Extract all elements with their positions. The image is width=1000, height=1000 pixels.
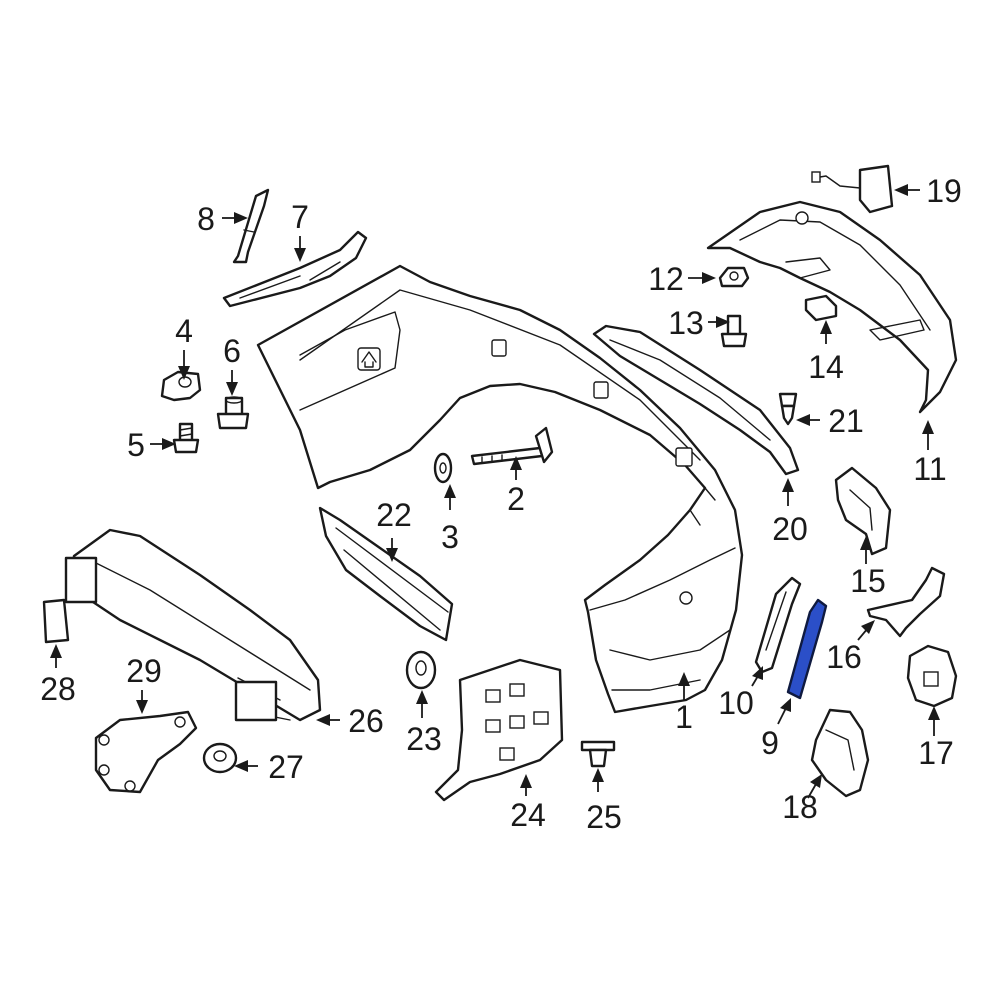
callout-29: 29 <box>126 653 162 714</box>
part-1-bumper-cover[interactable] <box>256 264 744 714</box>
svg-text:18: 18 <box>782 789 818 825</box>
svg-text:5: 5 <box>127 427 145 463</box>
svg-text:6: 6 <box>223 333 241 369</box>
svg-text:12: 12 <box>648 261 684 297</box>
callout-12: 12 <box>648 261 716 297</box>
callout-25: 25 <box>586 768 622 835</box>
part-18-bracket-assembly[interactable] <box>810 708 870 798</box>
callout-24: 24 <box>510 774 546 833</box>
svg-text:13: 13 <box>668 305 704 341</box>
svg-text:28: 28 <box>40 671 76 707</box>
svg-text:1: 1 <box>675 699 693 735</box>
part-23-nut[interactable] <box>405 650 437 690</box>
callout-17: 17 <box>918 706 954 771</box>
part-24-side-bracket[interactable] <box>434 658 564 802</box>
svg-text:29: 29 <box>126 653 162 689</box>
callout-19: 19 <box>894 173 962 209</box>
callout-23: 23 <box>406 690 442 757</box>
part-26-impact-bar[interactable] <box>64 528 322 722</box>
svg-text:10: 10 <box>718 685 754 721</box>
callout-20: 20 <box>772 478 808 547</box>
callout-13: 13 <box>668 305 730 341</box>
callout-8: 8 <box>197 201 248 237</box>
svg-text:23: 23 <box>406 721 442 757</box>
part-25-grommet[interactable] <box>580 740 616 768</box>
svg-text:2: 2 <box>507 481 525 517</box>
part-29-tow-mount[interactable] <box>94 710 198 794</box>
part-20-mounting-strip[interactable] <box>592 324 800 476</box>
part-19-sensor-bracket[interactable] <box>811 164 894 214</box>
callout-4: 4 <box>175 313 193 380</box>
part-9-seal-strip-highlighted[interactable] <box>786 598 828 700</box>
svg-text:19: 19 <box>926 173 962 209</box>
part-10-trim-strip[interactable] <box>754 576 802 674</box>
callout-18: 18 <box>782 774 822 825</box>
part-28-plate[interactable] <box>42 598 70 644</box>
callout-7: 7 <box>291 199 309 262</box>
callout-5: 5 <box>127 427 176 463</box>
part-15-side-bracket[interactable] <box>834 466 892 556</box>
callout-14: 14 <box>808 320 844 385</box>
part-17-cover[interactable] <box>906 644 958 708</box>
svg-text:22: 22 <box>376 497 412 533</box>
part-13-bolt[interactable] <box>720 314 748 348</box>
svg-text:11: 11 <box>913 451 946 487</box>
callout-10: 10 <box>718 666 763 721</box>
callout-1: 1 <box>675 672 693 735</box>
svg-text:9: 9 <box>761 725 779 761</box>
callout-2: 2 <box>507 456 525 517</box>
callout-6: 6 <box>223 333 241 396</box>
callout-9: 9 <box>761 698 791 761</box>
svg-text:24: 24 <box>510 797 546 833</box>
callout-26: 26 <box>316 703 384 739</box>
callout-27: 27 <box>234 749 304 785</box>
part-8-bracket[interactable] <box>232 188 270 264</box>
part-16-mount-bracket[interactable] <box>866 566 946 638</box>
part-12-clip-nut[interactable] <box>718 266 750 288</box>
svg-text:17: 17 <box>918 735 954 771</box>
svg-text:7: 7 <box>291 199 309 235</box>
callout-16: 16 <box>826 620 875 675</box>
callout-3: 3 <box>441 484 459 555</box>
part-7-strip[interactable] <box>222 230 368 308</box>
part-27-flange-nut[interactable] <box>202 742 238 774</box>
part-6-nut[interactable] <box>216 396 250 430</box>
part-11-lower-valance[interactable] <box>706 200 958 414</box>
part-22-energy-absorber[interactable] <box>318 506 454 642</box>
svg-text:21: 21 <box>828 403 864 439</box>
svg-text:15: 15 <box>850 563 886 599</box>
callout-28: 28 <box>40 644 76 707</box>
svg-text:16: 16 <box>826 639 862 675</box>
svg-text:25: 25 <box>586 799 622 835</box>
callout-21: 21 <box>796 403 864 439</box>
svg-text:3: 3 <box>441 519 459 555</box>
part-5-screw[interactable] <box>172 422 200 454</box>
part-3-washer[interactable] <box>433 452 453 484</box>
svg-text:8: 8 <box>197 201 215 237</box>
callout-22: 22 <box>376 497 412 562</box>
part-14-block[interactable] <box>804 294 838 322</box>
part-2-rod[interactable] <box>470 426 554 466</box>
svg-text:20: 20 <box>772 511 808 547</box>
callout-11: 11 <box>913 420 947 487</box>
part-4-clip[interactable] <box>160 370 202 402</box>
svg-text:27: 27 <box>268 749 304 785</box>
svg-text:4: 4 <box>175 313 193 349</box>
callout-15: 15 <box>850 536 886 599</box>
part-21-push-pin[interactable] <box>778 392 798 426</box>
svg-text:26: 26 <box>348 703 384 739</box>
svg-text:14: 14 <box>808 349 844 385</box>
